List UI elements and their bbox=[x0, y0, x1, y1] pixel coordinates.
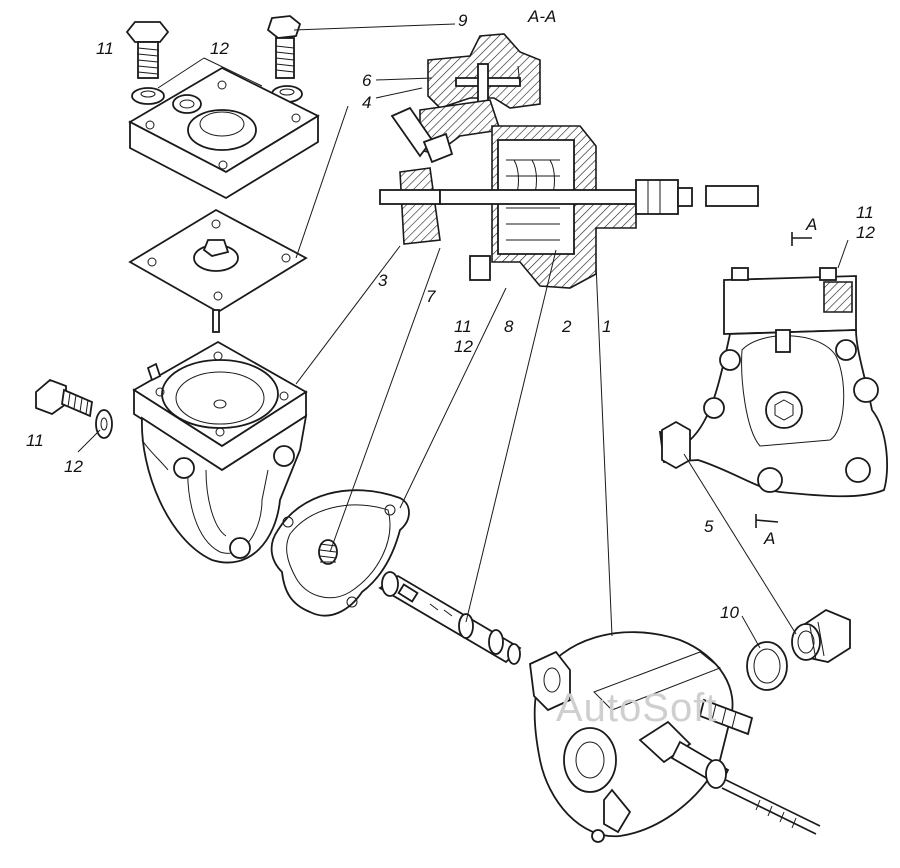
callout-1: 1 bbox=[602, 317, 612, 336]
section-marks bbox=[755, 232, 812, 528]
callout-3: 3 bbox=[378, 271, 388, 290]
section-a-a bbox=[379, 33, 759, 289]
leader-lines bbox=[77, 23, 849, 649]
callout-2: 2 bbox=[562, 317, 572, 336]
callout-12-left: 12 bbox=[64, 457, 83, 476]
callout-11-mid: 11 bbox=[454, 317, 472, 336]
side-view bbox=[658, 267, 888, 498]
callout-12-right: 12 bbox=[856, 223, 875, 242]
callout-8: 8 bbox=[504, 317, 514, 336]
watermark: AutoSoft bbox=[556, 686, 718, 730]
gasket bbox=[270, 489, 410, 617]
callout-12-top: 12 bbox=[210, 39, 229, 58]
bolt-top bbox=[125, 21, 170, 79]
callout-5: 5 bbox=[704, 517, 714, 536]
cover-plate bbox=[128, 66, 320, 200]
callout-7: 7 bbox=[426, 287, 436, 306]
fitting bbox=[791, 608, 851, 663]
bolt-cover bbox=[266, 15, 302, 79]
callout-6: 6 bbox=[362, 71, 372, 90]
section-mark-a-bottom: А bbox=[764, 529, 776, 548]
callout-11-right: 11 bbox=[856, 203, 874, 222]
diaphragm bbox=[128, 208, 308, 333]
section-title: А-А bbox=[528, 7, 557, 26]
callout-9: 9 bbox=[458, 11, 468, 30]
callout-11-top: 11 bbox=[96, 39, 114, 58]
callout-10: 10 bbox=[720, 603, 739, 622]
section-mark-a-top: А bbox=[806, 215, 818, 234]
shaft bbox=[378, 571, 522, 665]
bolt-left bbox=[35, 378, 113, 439]
callout-12-mid: 12 bbox=[454, 337, 473, 356]
pump-body bbox=[529, 631, 821, 843]
pump-housing bbox=[132, 340, 308, 564]
callout-4: 4 bbox=[362, 93, 372, 112]
sealing-ring bbox=[746, 641, 788, 691]
callout-11-left: 11 bbox=[26, 431, 44, 450]
washer-top-left bbox=[131, 87, 165, 105]
